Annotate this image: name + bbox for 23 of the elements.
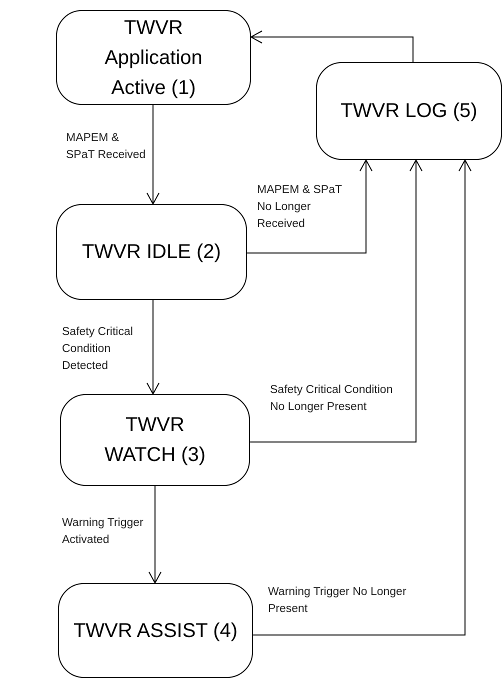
edge-label: Safety Critical Condition Detected xyxy=(62,325,134,374)
state-box xyxy=(58,583,253,678)
edge-label: MAPEM & SPaT No Longer Received xyxy=(257,183,343,232)
arrow xyxy=(250,160,422,442)
arrow xyxy=(246,160,372,254)
arrow xyxy=(250,30,414,62)
state-label: TWVR Application Active (1) xyxy=(104,16,204,100)
state-box xyxy=(56,204,247,300)
state-box xyxy=(56,10,251,105)
state-label: TWVR IDLE (2) xyxy=(82,240,221,265)
state-label: TWVR ASSIST (4) xyxy=(73,618,238,644)
arrow xyxy=(148,486,162,584)
state-label: TWVR LOG (5) xyxy=(340,99,478,124)
state-label: TWVR WATCH (3) xyxy=(103,413,207,468)
state-box xyxy=(316,62,502,160)
arrow xyxy=(146,104,160,204)
edge-label: Warning Trigger No Longer Present xyxy=(268,585,408,617)
arrow xyxy=(146,300,160,394)
edge-label: Warning Trigger Activated xyxy=(62,516,144,548)
edge-label: Safety Critical Condition No Longer Present xyxy=(270,383,394,415)
arrow xyxy=(252,160,472,636)
state-box xyxy=(60,394,250,486)
edge-label: MAPEM & SPaT Received xyxy=(66,131,146,163)
